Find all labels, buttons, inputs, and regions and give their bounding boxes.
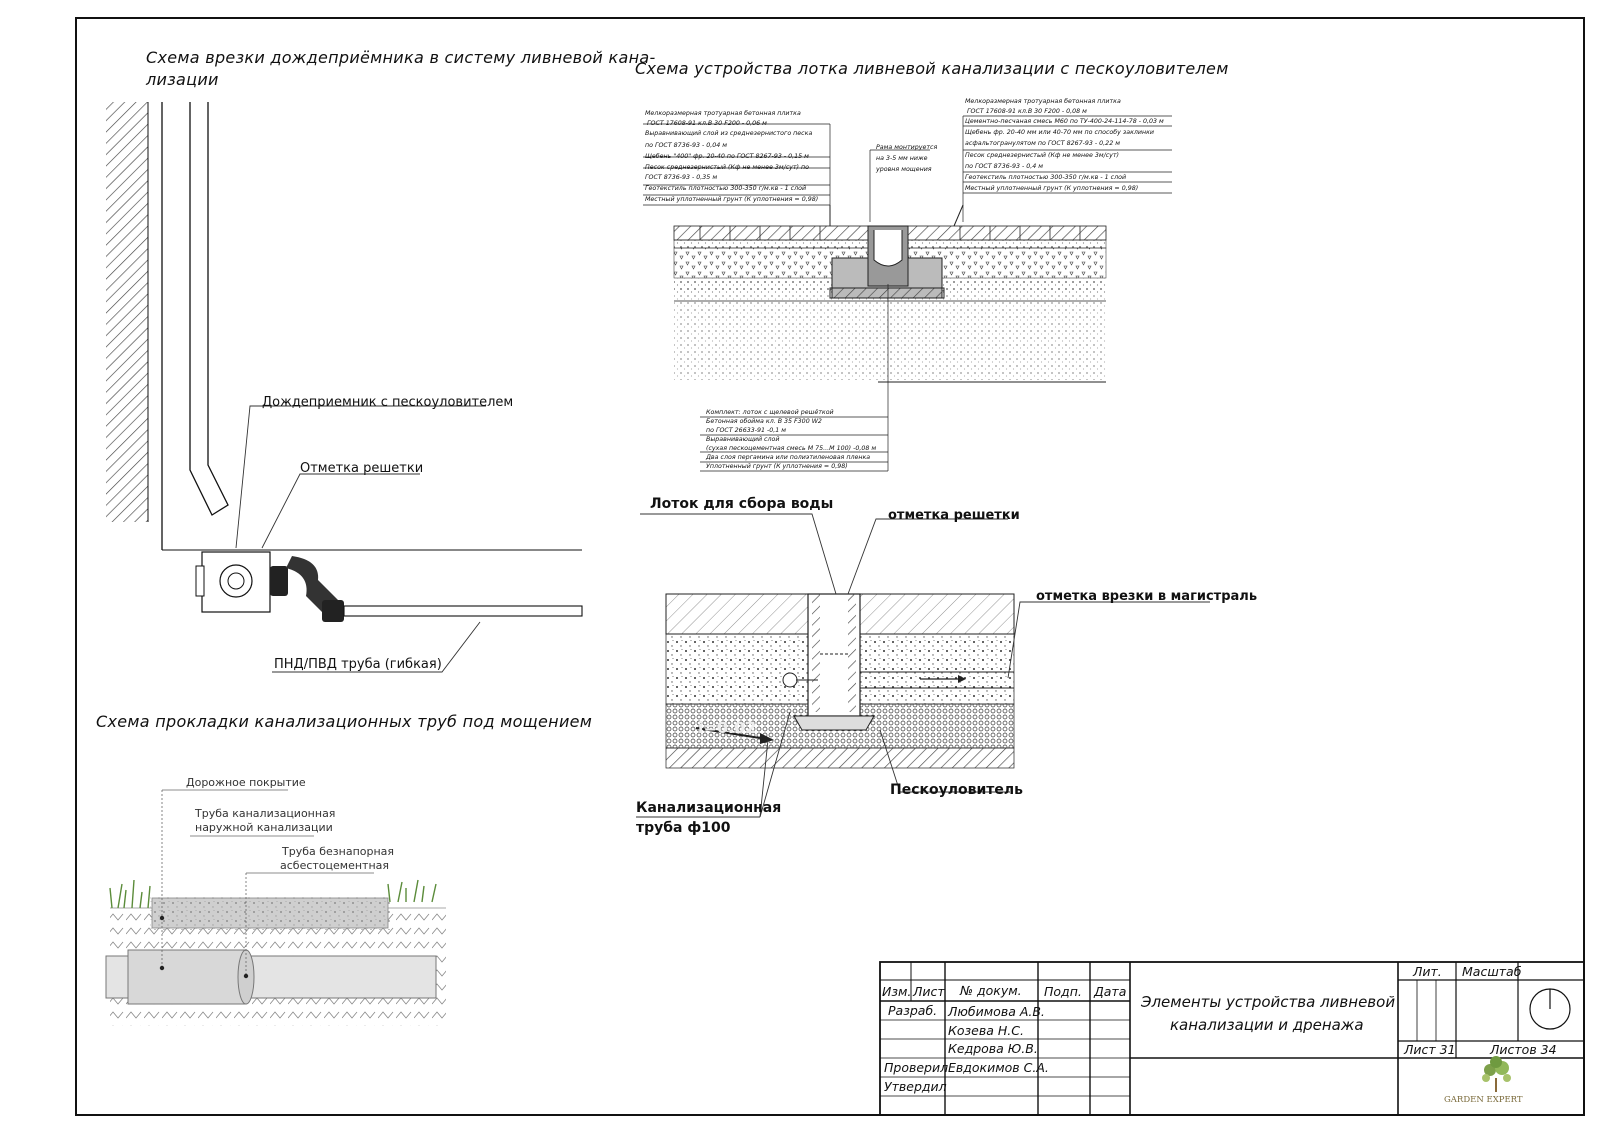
tray-label: Лоток для сбора воды bbox=[650, 496, 834, 512]
main-tap-label: отметка врезки в магистраль bbox=[1036, 589, 1258, 604]
inlet-scheme-drawing bbox=[106, 102, 583, 673]
sewer-pipe-label-1: Канализационная bbox=[636, 800, 782, 816]
spec-line: Местный уплотненный грунт (К уплотнения … bbox=[965, 185, 1139, 192]
pipes-under-paving-drawing bbox=[105, 789, 446, 1026]
spec-line: Уплотненный грунт (К уплотнения = 0,98) bbox=[706, 463, 848, 470]
tb-lit: Лит. bbox=[1413, 964, 1442, 979]
spec-line: Мелкоразмерная тротуарная бетонная плитк… bbox=[645, 110, 801, 117]
spec-line: Выравнивающий слой bbox=[706, 436, 780, 443]
tray-scheme-title: Схема устройства лотка ливневой канализа… bbox=[635, 59, 1229, 78]
spec-line: Цементно-песчаная смесь М60 по ТУ-400-24… bbox=[965, 118, 1164, 125]
tb-date: Дата bbox=[1094, 984, 1127, 999]
sand-trap-label: Пескоуловитель bbox=[890, 782, 1024, 798]
tb-name-1: Козева Н.С. bbox=[948, 1023, 1024, 1038]
slope-label: i=0.02 bbox=[698, 718, 757, 737]
sheet-frame bbox=[75, 17, 1585, 1116]
spec-line: Песок среднезернистый (Кф не менее 3м/су… bbox=[965, 152, 1120, 159]
spec-line: Песок среднезернистый (Кф не менее 3м/су… bbox=[645, 164, 809, 171]
inlet-scheme-title-2: лизации bbox=[146, 70, 219, 89]
spec-line: Местный уплотненный грунт (К уплотнения … bbox=[645, 196, 819, 203]
tb-name-0: Любимова А.В. bbox=[948, 1004, 1045, 1019]
spec-line: Бетонная обойма кл. В 35 F300 W2 bbox=[706, 418, 822, 425]
tb-name-2: Кедрова Ю.В. bbox=[948, 1041, 1038, 1056]
spec-line: Геотекстиль плотностью 300-350 г/м.кв - … bbox=[645, 185, 807, 192]
note-line: на 3-5 мм ниже bbox=[876, 155, 928, 162]
tb-doc: № докум. bbox=[960, 983, 1022, 998]
tb-sheet: Лист 31 bbox=[1404, 1042, 1456, 1057]
inlet-scheme-title: Схема врезки дождеприёмника в систему ли… bbox=[146, 48, 656, 67]
title-block-lines bbox=[879, 961, 1585, 1116]
spec-line: по ГОСТ 8736-93 - 0,04 м bbox=[645, 142, 728, 149]
tb-title-2: канализации и дренажа bbox=[1170, 1016, 1364, 1034]
road-cover-label: Дорожное покрытие bbox=[186, 776, 306, 789]
flex-pipe-label: ПНД/ПВД труба (гибкая) bbox=[274, 657, 442, 672]
spec-line: (сухая пескоцементная смесь М 75...М 100… bbox=[706, 445, 877, 452]
spec-line: ГОСТ 17608-91 кл.В 30 F200 - 0,08 м bbox=[967, 108, 1087, 115]
tb-logo-text: GARDEN EXPERT bbox=[1444, 1095, 1523, 1105]
asb-pipe-label: Труба безнапорная bbox=[282, 845, 395, 858]
note-line: Рама монтируется bbox=[876, 144, 938, 151]
tb-izm: Изм. bbox=[882, 984, 912, 999]
sewer-pipe-label-2: труба ф100 bbox=[636, 820, 731, 836]
tb-scale: Масштаб bbox=[1462, 964, 1522, 979]
spec-line: Геотекстиль плотностью 300-350 г/м.кв - … bbox=[965, 174, 1127, 181]
spec-line: ГОСТ 8736-93 - 0,35 м bbox=[645, 174, 718, 181]
inlet-label: Дождеприемник с пескоуловителем bbox=[262, 395, 514, 410]
spec-line: ГОСТ 17608-91 кл.В 30 F200 - 0,06 м bbox=[647, 120, 767, 127]
tb-sheets: Листов 34 bbox=[1490, 1042, 1557, 1057]
spec-line: Комплект: лоток с щелевой решёткой bbox=[706, 409, 834, 416]
tb-sign: Подп. bbox=[1044, 984, 1082, 999]
asb-pipe-label-b: асбестоцементная bbox=[280, 859, 389, 872]
note-line: уровня мощения bbox=[876, 166, 932, 173]
tb-role-0: Разраб. bbox=[888, 1003, 938, 1018]
spec-line: Выравнивающий слой из средне­зернистого … bbox=[645, 130, 813, 137]
spec-line: Щебень "400" фр. 20-40 по ГОСТ 8267-93 -… bbox=[645, 153, 809, 160]
tb-role-4: Утвердил bbox=[884, 1079, 947, 1094]
tb-title-1: Элементы устройства ливневой bbox=[1141, 993, 1396, 1011]
grate-mark-label: Отметка решетки bbox=[300, 461, 424, 476]
spec-line: по ГОСТ 26633-91 -0,1 м bbox=[706, 427, 787, 434]
tb-role-3: Проверил bbox=[884, 1060, 949, 1075]
spec-line: Мелкоразмерная тротуарная бетонная плитк… bbox=[965, 98, 1121, 105]
spec-line: Два слоя пергамина или полиэтиленовая пл… bbox=[706, 454, 871, 461]
grate-mark-label-2: отметка решетки bbox=[888, 508, 1020, 523]
sand-trap-drawing bbox=[636, 513, 1210, 818]
spec-line: по ГОСТ 8736-93 - 0,4 м bbox=[965, 163, 1044, 170]
tb-list: Лист bbox=[913, 984, 945, 999]
sewer-pipe-label: Труба канализационная bbox=[195, 807, 336, 820]
spec-line: Щебень фр. 20-40 мм или 40-70 мм по спос… bbox=[965, 129, 1155, 136]
pipes-scheme-title: Схема прокладки канализационных труб под… bbox=[96, 712, 593, 731]
sewer-pipe-label-b: наружной канализации bbox=[195, 821, 333, 834]
spec-line: асфальтогранулятом по ГОСТ 8267-93 - 0,2… bbox=[965, 140, 1120, 147]
tb-name-3: Евдокимов С.А. bbox=[948, 1060, 1049, 1075]
tray-section-drawing bbox=[643, 115, 1172, 472]
garden-expert-logo bbox=[1482, 1056, 1511, 1092]
